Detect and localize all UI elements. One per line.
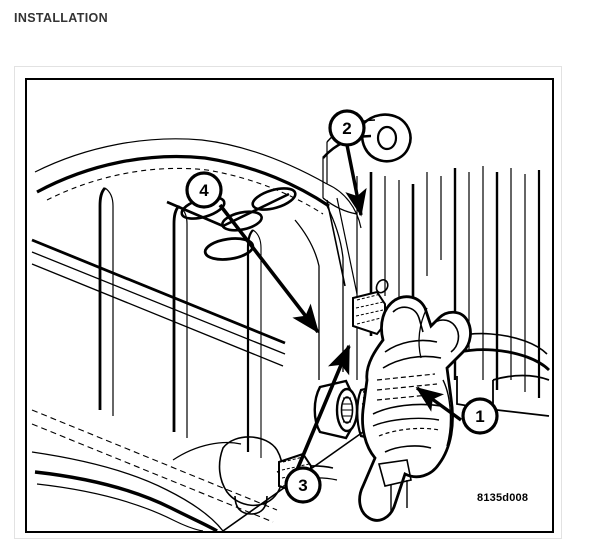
callout-4-label: 4 — [199, 181, 209, 200]
leader-line-1 — [415, 386, 462, 422]
callout-group: 1 2 3 4 — [185, 109, 499, 504]
bushing-part — [313, 379, 359, 440]
callout-4[interactable]: 4 — [185, 171, 223, 209]
callout-1[interactable]: 1 — [461, 397, 499, 435]
callout-3-label: 3 — [298, 476, 307, 495]
figure-id-label: 8135d008 — [477, 492, 529, 504]
leader-line-3 — [295, 344, 351, 471]
leader-line-4 — [218, 203, 320, 334]
mounting-bracket-part — [358, 295, 472, 522]
housing-body — [31, 113, 550, 531]
technical-illustration: 1 2 3 4 — [31, 109, 550, 531]
callout-2[interactable]: 2 — [328, 109, 366, 147]
callout-1-label: 1 — [475, 407, 484, 426]
leader-line-2 — [345, 144, 367, 217]
callout-3[interactable]: 3 — [284, 466, 322, 504]
callout-2-label: 2 — [342, 119, 351, 138]
page-title: INSTALLATION — [14, 11, 109, 25]
figure-panel: 1 2 3 4 — [25, 78, 554, 533]
